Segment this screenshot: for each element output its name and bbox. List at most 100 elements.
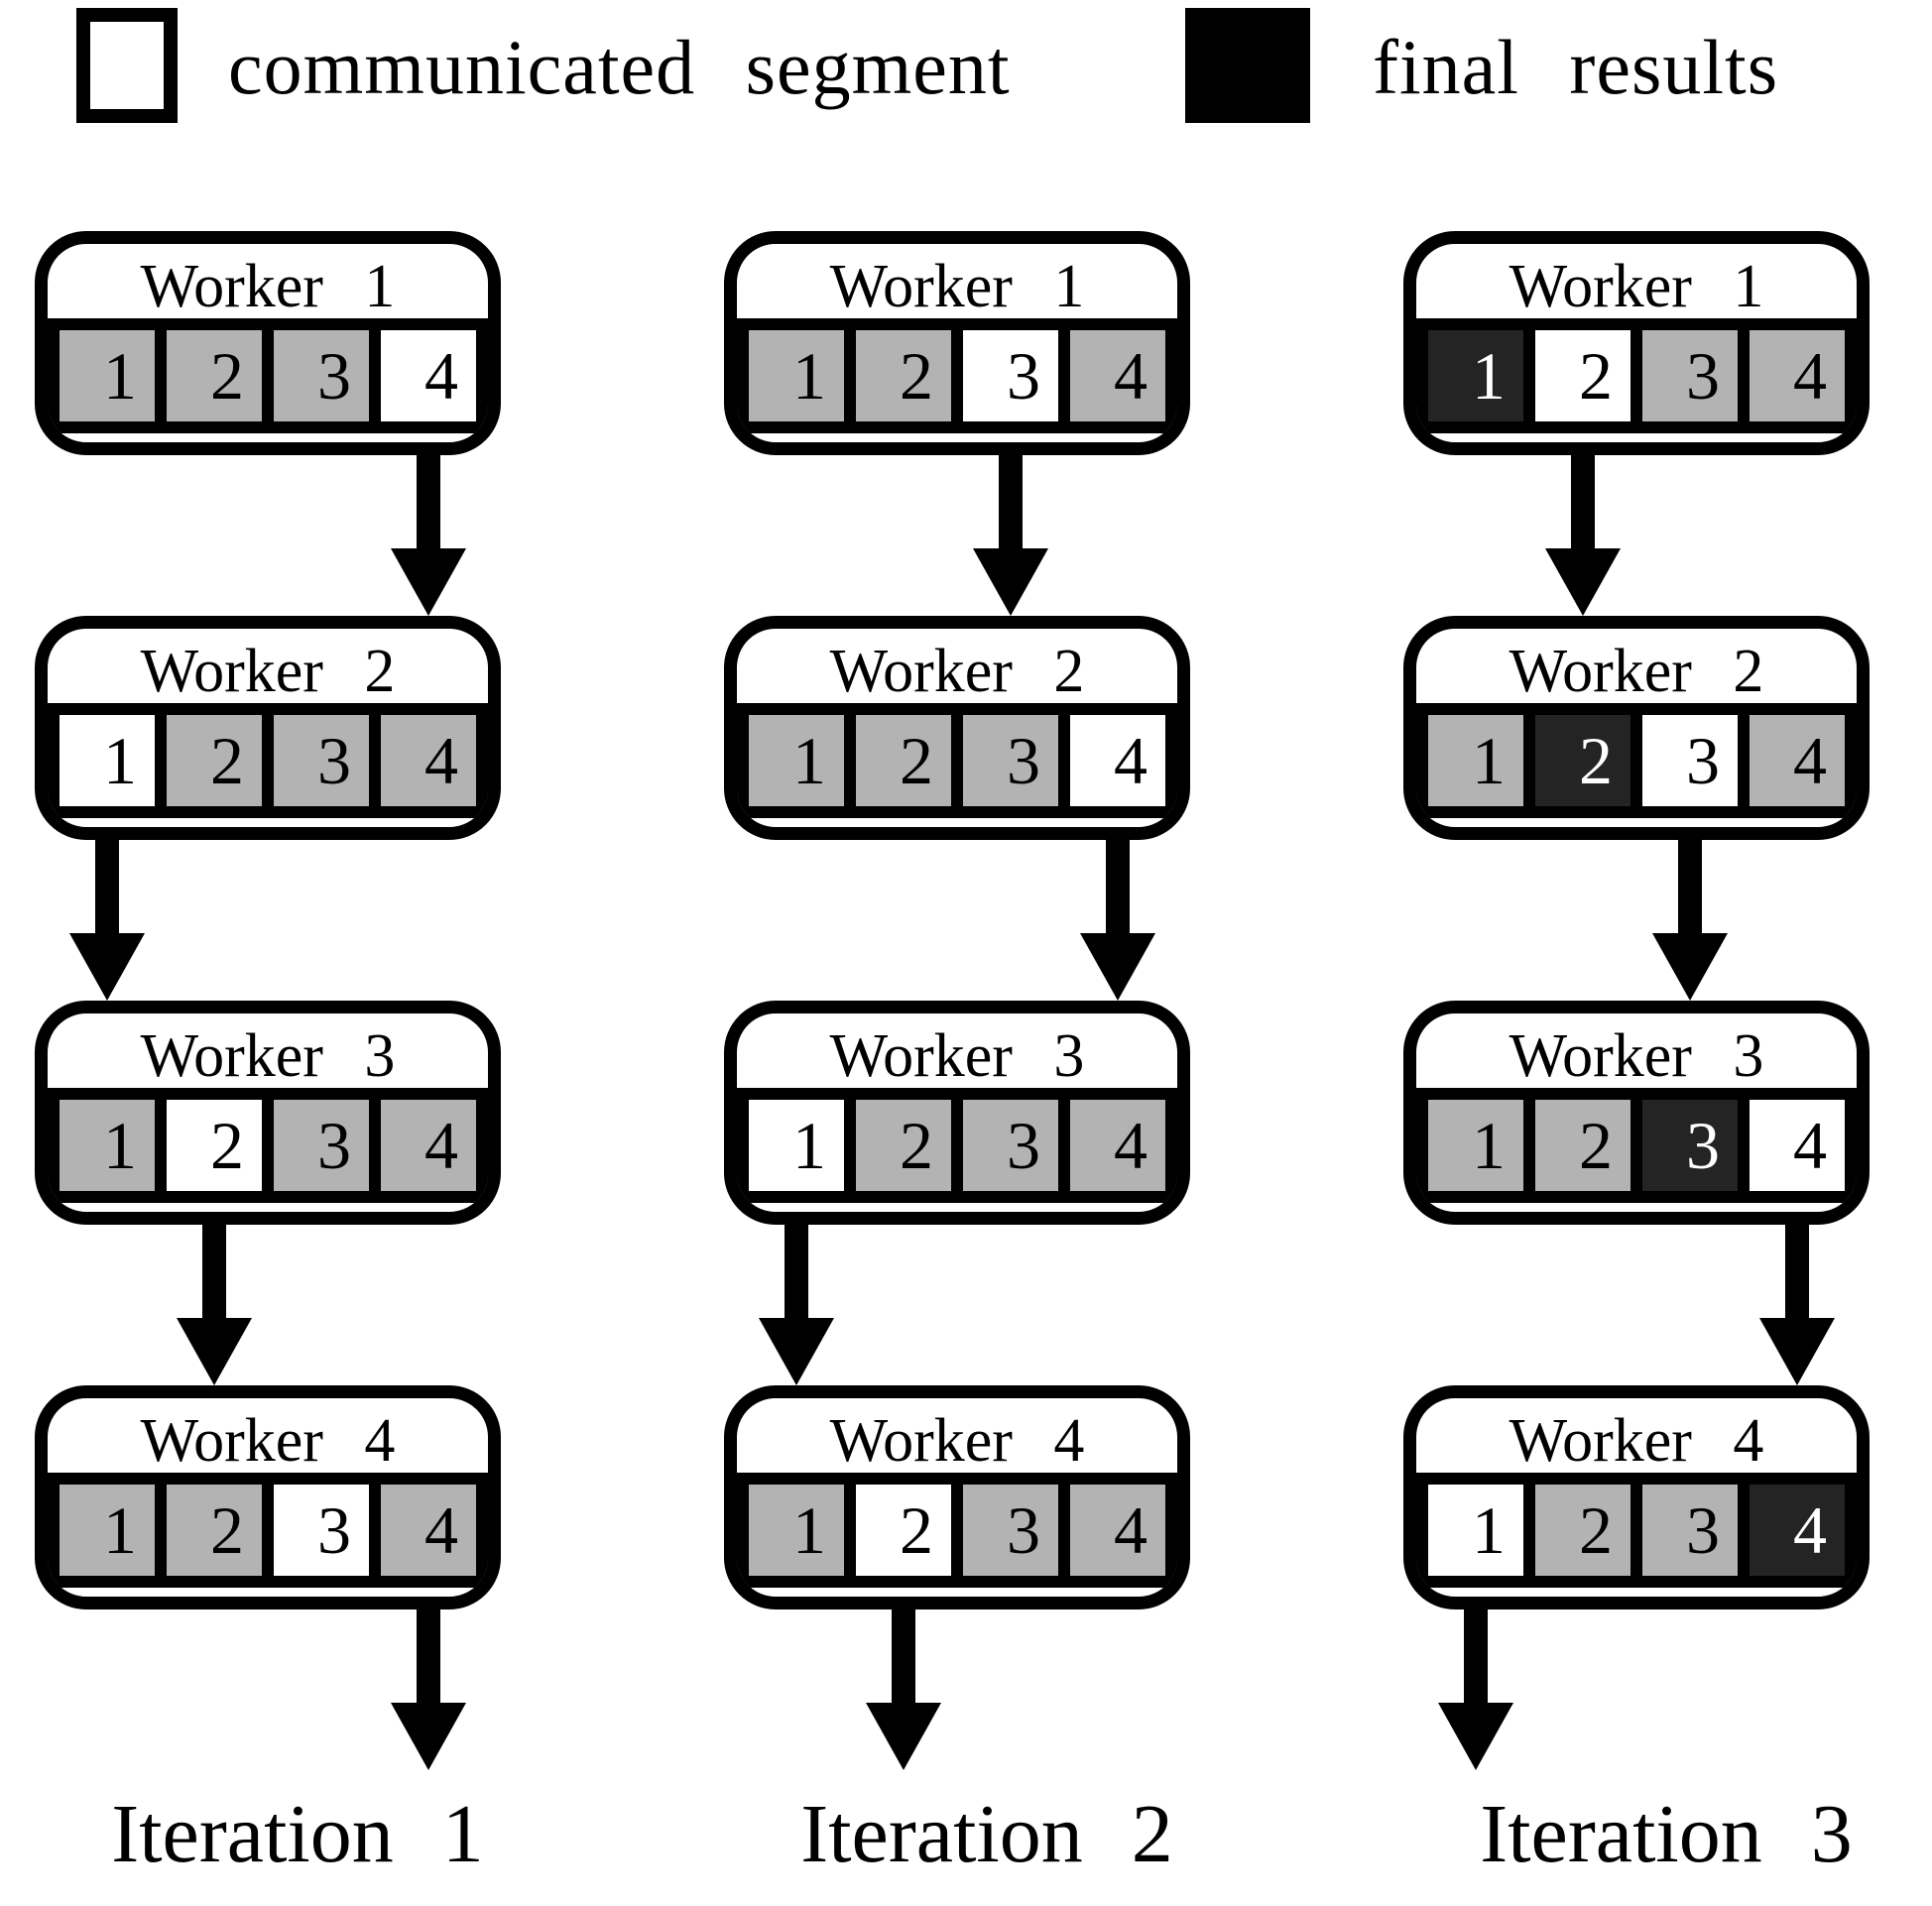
segment-1-gray: 1 xyxy=(60,1100,155,1191)
segment-number: 2 xyxy=(210,723,244,798)
segment-number: 1 xyxy=(1472,723,1506,798)
segment-number: 2 xyxy=(1579,1492,1613,1568)
arrow-worker2-to-worker3 xyxy=(1652,840,1728,1001)
segment-number: 2 xyxy=(900,338,933,414)
segment-4-gray: 4 xyxy=(1738,330,1845,421)
segment-number: 4 xyxy=(1793,723,1827,798)
segment-4-gray: 4 xyxy=(1058,1100,1165,1191)
segment-3-gray: 3 xyxy=(951,1100,1058,1191)
segment-number: 4 xyxy=(424,723,458,798)
segment-number: 1 xyxy=(103,723,137,798)
arrow-to-next-iteration xyxy=(391,1609,466,1770)
worker-title: Worker 4 xyxy=(829,1407,1085,1475)
arrow-head-icon xyxy=(759,1318,834,1385)
segment-3-white: 3 xyxy=(1630,715,1738,806)
segment-number: 4 xyxy=(1114,723,1147,798)
iteration-label: Iteration 3 xyxy=(1480,1788,1853,1880)
arrow-shaft xyxy=(1106,840,1130,939)
segment-4-black: 4 xyxy=(1738,1485,1845,1576)
segment-number: 2 xyxy=(1579,1108,1613,1183)
arrow-shaft xyxy=(1571,455,1595,554)
segment-2-white: 2 xyxy=(1523,330,1630,421)
worker-title: Worker 2 xyxy=(829,638,1085,705)
segment-2-gray: 2 xyxy=(844,715,951,806)
segment-3-gray: 3 xyxy=(1630,1485,1738,1576)
segment-1-gray: 1 xyxy=(749,1485,844,1576)
worker-title: Worker 3 xyxy=(829,1022,1085,1090)
arrow-head-icon xyxy=(391,1703,466,1770)
segment-number: 3 xyxy=(1007,338,1040,414)
segment-number: 3 xyxy=(1686,1492,1720,1568)
segment-number: 3 xyxy=(1007,1108,1040,1183)
segment-number: 4 xyxy=(424,338,458,414)
segment-number: 4 xyxy=(424,1108,458,1183)
arrow-head-icon xyxy=(1759,1318,1835,1385)
arrow-worker1-to-worker2 xyxy=(973,455,1048,616)
segment-1-gray: 1 xyxy=(1428,715,1523,806)
segment-number: 2 xyxy=(1579,723,1613,798)
segment-1-white: 1 xyxy=(1428,1485,1523,1576)
worker-title: Worker 4 xyxy=(140,1407,396,1475)
segment-number: 3 xyxy=(1007,723,1040,798)
segment-1-black: 1 xyxy=(1428,330,1523,421)
iteration-label: Iteration 1 xyxy=(111,1788,484,1880)
segment-number: 3 xyxy=(317,1108,351,1183)
segment-1-white: 1 xyxy=(749,1100,844,1191)
arrow-shaft xyxy=(1785,1225,1809,1324)
legend-final-results-swatch-icon xyxy=(1185,8,1310,123)
segment-4-gray: 4 xyxy=(1058,1485,1165,1576)
arrow-worker3-to-worker4 xyxy=(177,1225,252,1385)
arrow-worker1-to-worker2 xyxy=(391,455,466,616)
worker-title: Worker 1 xyxy=(1509,253,1764,320)
segment-number: 1 xyxy=(1472,1108,1506,1183)
arrow-shaft xyxy=(95,840,119,939)
arrow-head-icon xyxy=(177,1318,252,1385)
segment-4-gray: 4 xyxy=(1738,715,1845,806)
arrow-worker3-to-worker4 xyxy=(1759,1225,1835,1385)
arrow-shaft xyxy=(785,1225,808,1324)
segment-number: 1 xyxy=(792,723,826,798)
segment-1-gray: 1 xyxy=(60,330,155,421)
legend-final-results-label: final results xyxy=(1373,24,1779,110)
arrow-head-icon xyxy=(1438,1703,1513,1770)
segment-number: 3 xyxy=(317,723,351,798)
segment-4-white: 4 xyxy=(369,330,476,421)
arrow-head-icon xyxy=(1545,548,1621,616)
segment-4-gray: 4 xyxy=(369,1485,476,1576)
segment-3-white: 3 xyxy=(262,1485,369,1576)
segment-number: 2 xyxy=(900,1108,933,1183)
segment-number: 1 xyxy=(1472,1492,1506,1568)
worker-title: Worker 2 xyxy=(1509,638,1764,705)
segment-number: 1 xyxy=(1472,338,1506,414)
legend-communicated-segment-swatch-icon xyxy=(76,8,178,123)
segment-4-gray: 4 xyxy=(369,715,476,806)
segment-number: 1 xyxy=(792,1108,826,1183)
segment-number: 4 xyxy=(1793,1492,1827,1568)
segment-3-white: 3 xyxy=(951,330,1058,421)
segment-2-gray: 2 xyxy=(155,715,262,806)
arrow-worker2-to-worker3 xyxy=(69,840,145,1001)
arrow-to-next-iteration xyxy=(866,1609,941,1770)
segment-2-gray: 2 xyxy=(1523,1100,1630,1191)
segment-2-gray: 2 xyxy=(844,330,951,421)
segment-4-gray: 4 xyxy=(369,1100,476,1191)
